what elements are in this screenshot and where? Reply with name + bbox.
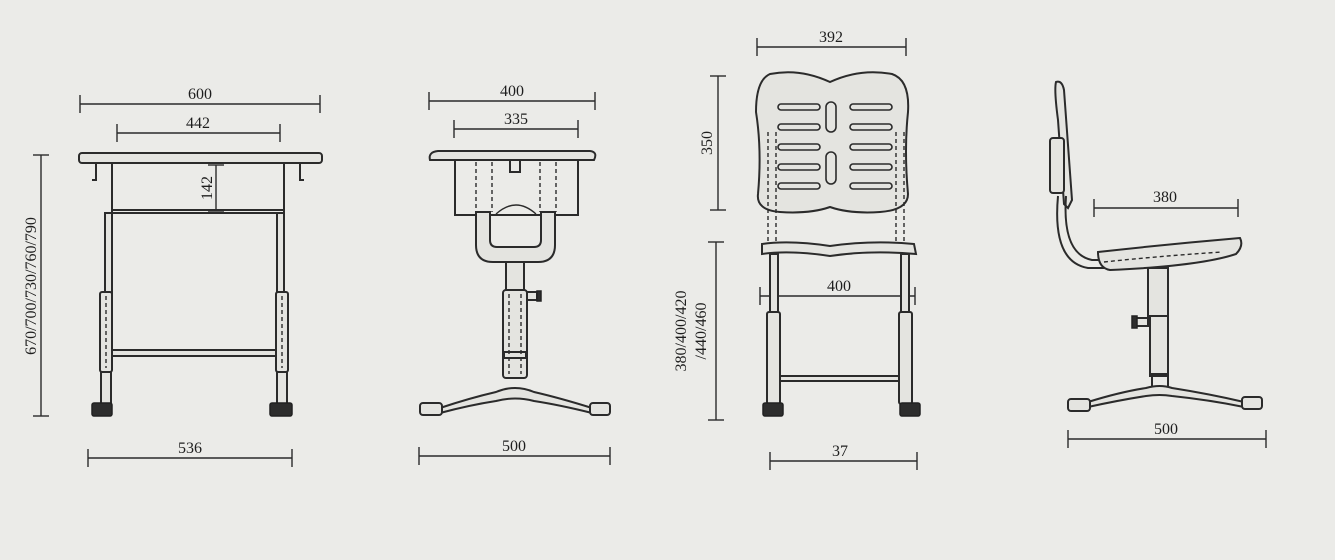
chair-backrest-height-dimension: 350: [699, 75, 726, 211]
desk-base-width-label: 536: [178, 440, 202, 457]
chair-seat-depth-label: 380: [1153, 189, 1177, 206]
chair-backrest: [754, 71, 910, 214]
desk-inner-width-dimension: 442: [116, 115, 281, 142]
desk-base-depth-dimension: 500: [418, 438, 611, 465]
desk-inner-depth-label: 335: [504, 111, 528, 128]
desk-drawer-height-dimension: 142: [199, 164, 224, 212]
desk-foot-left: [91, 402, 113, 417]
chair-front-view: 392 350: [673, 29, 921, 470]
chair-side-base-depth-label: 500: [1154, 421, 1178, 438]
desk-side-bracket: [475, 211, 556, 263]
chair-base-width-label: 37: [832, 443, 848, 460]
desk-top-width-label: 600: [188, 86, 212, 103]
desk-side-view: 400 335: [418, 83, 611, 465]
chair-backrest-height-label: 350: [699, 131, 716, 155]
chair-seat-front: [761, 241, 918, 258]
desk-inner-depth-dimension: 335: [453, 111, 579, 138]
desk-tabletop: [78, 152, 323, 164]
desk-base-width-dimension: 536: [87, 440, 293, 467]
chair-seat-height-dimension: 380/400/420 /440/460: [673, 241, 724, 421]
desk-base-depth-label: 500: [502, 438, 526, 455]
desk-front-view: 600 442 142: [23, 86, 323, 467]
chair-seat-width-dimension: 400: [759, 278, 916, 305]
desk-inner-width-label: 442: [186, 115, 210, 132]
chair-side-view: 380 500: [1049, 80, 1267, 448]
desk-height-dimension: 670/700/730/760/790: [23, 154, 49, 417]
desk-top-width-dimension: 600: [79, 86, 321, 113]
chair-side-base-depth-dimension: 500: [1067, 421, 1267, 448]
desk-top-depth-label: 400: [500, 83, 524, 100]
desk-drawer-height-label: 142: [199, 176, 216, 200]
chair-seat-height-label-line2: /440/460: [693, 303, 710, 360]
chair-seat-height-label-line1: 380/400/420: [673, 291, 690, 372]
chair-backrest-width-dimension: 392: [756, 29, 907, 56]
chair-base-width-dimension: 37: [769, 443, 918, 470]
desk-side-tabletop: [428, 150, 597, 161]
chair-seat-width-label: 400: [827, 278, 851, 295]
desk-height-options-label: 670/700/730/760/790: [23, 217, 40, 355]
chair-side-base: [1087, 385, 1245, 409]
desk-side-base: [439, 387, 593, 415]
desk-foot-right: [269, 402, 293, 417]
chair-side-seat: [1096, 236, 1243, 272]
chair-seat-depth-dimension: 380: [1093, 189, 1239, 217]
desk-top-depth-dimension: 400: [428, 83, 596, 110]
chair-backrest-width-label: 392: [819, 29, 843, 46]
